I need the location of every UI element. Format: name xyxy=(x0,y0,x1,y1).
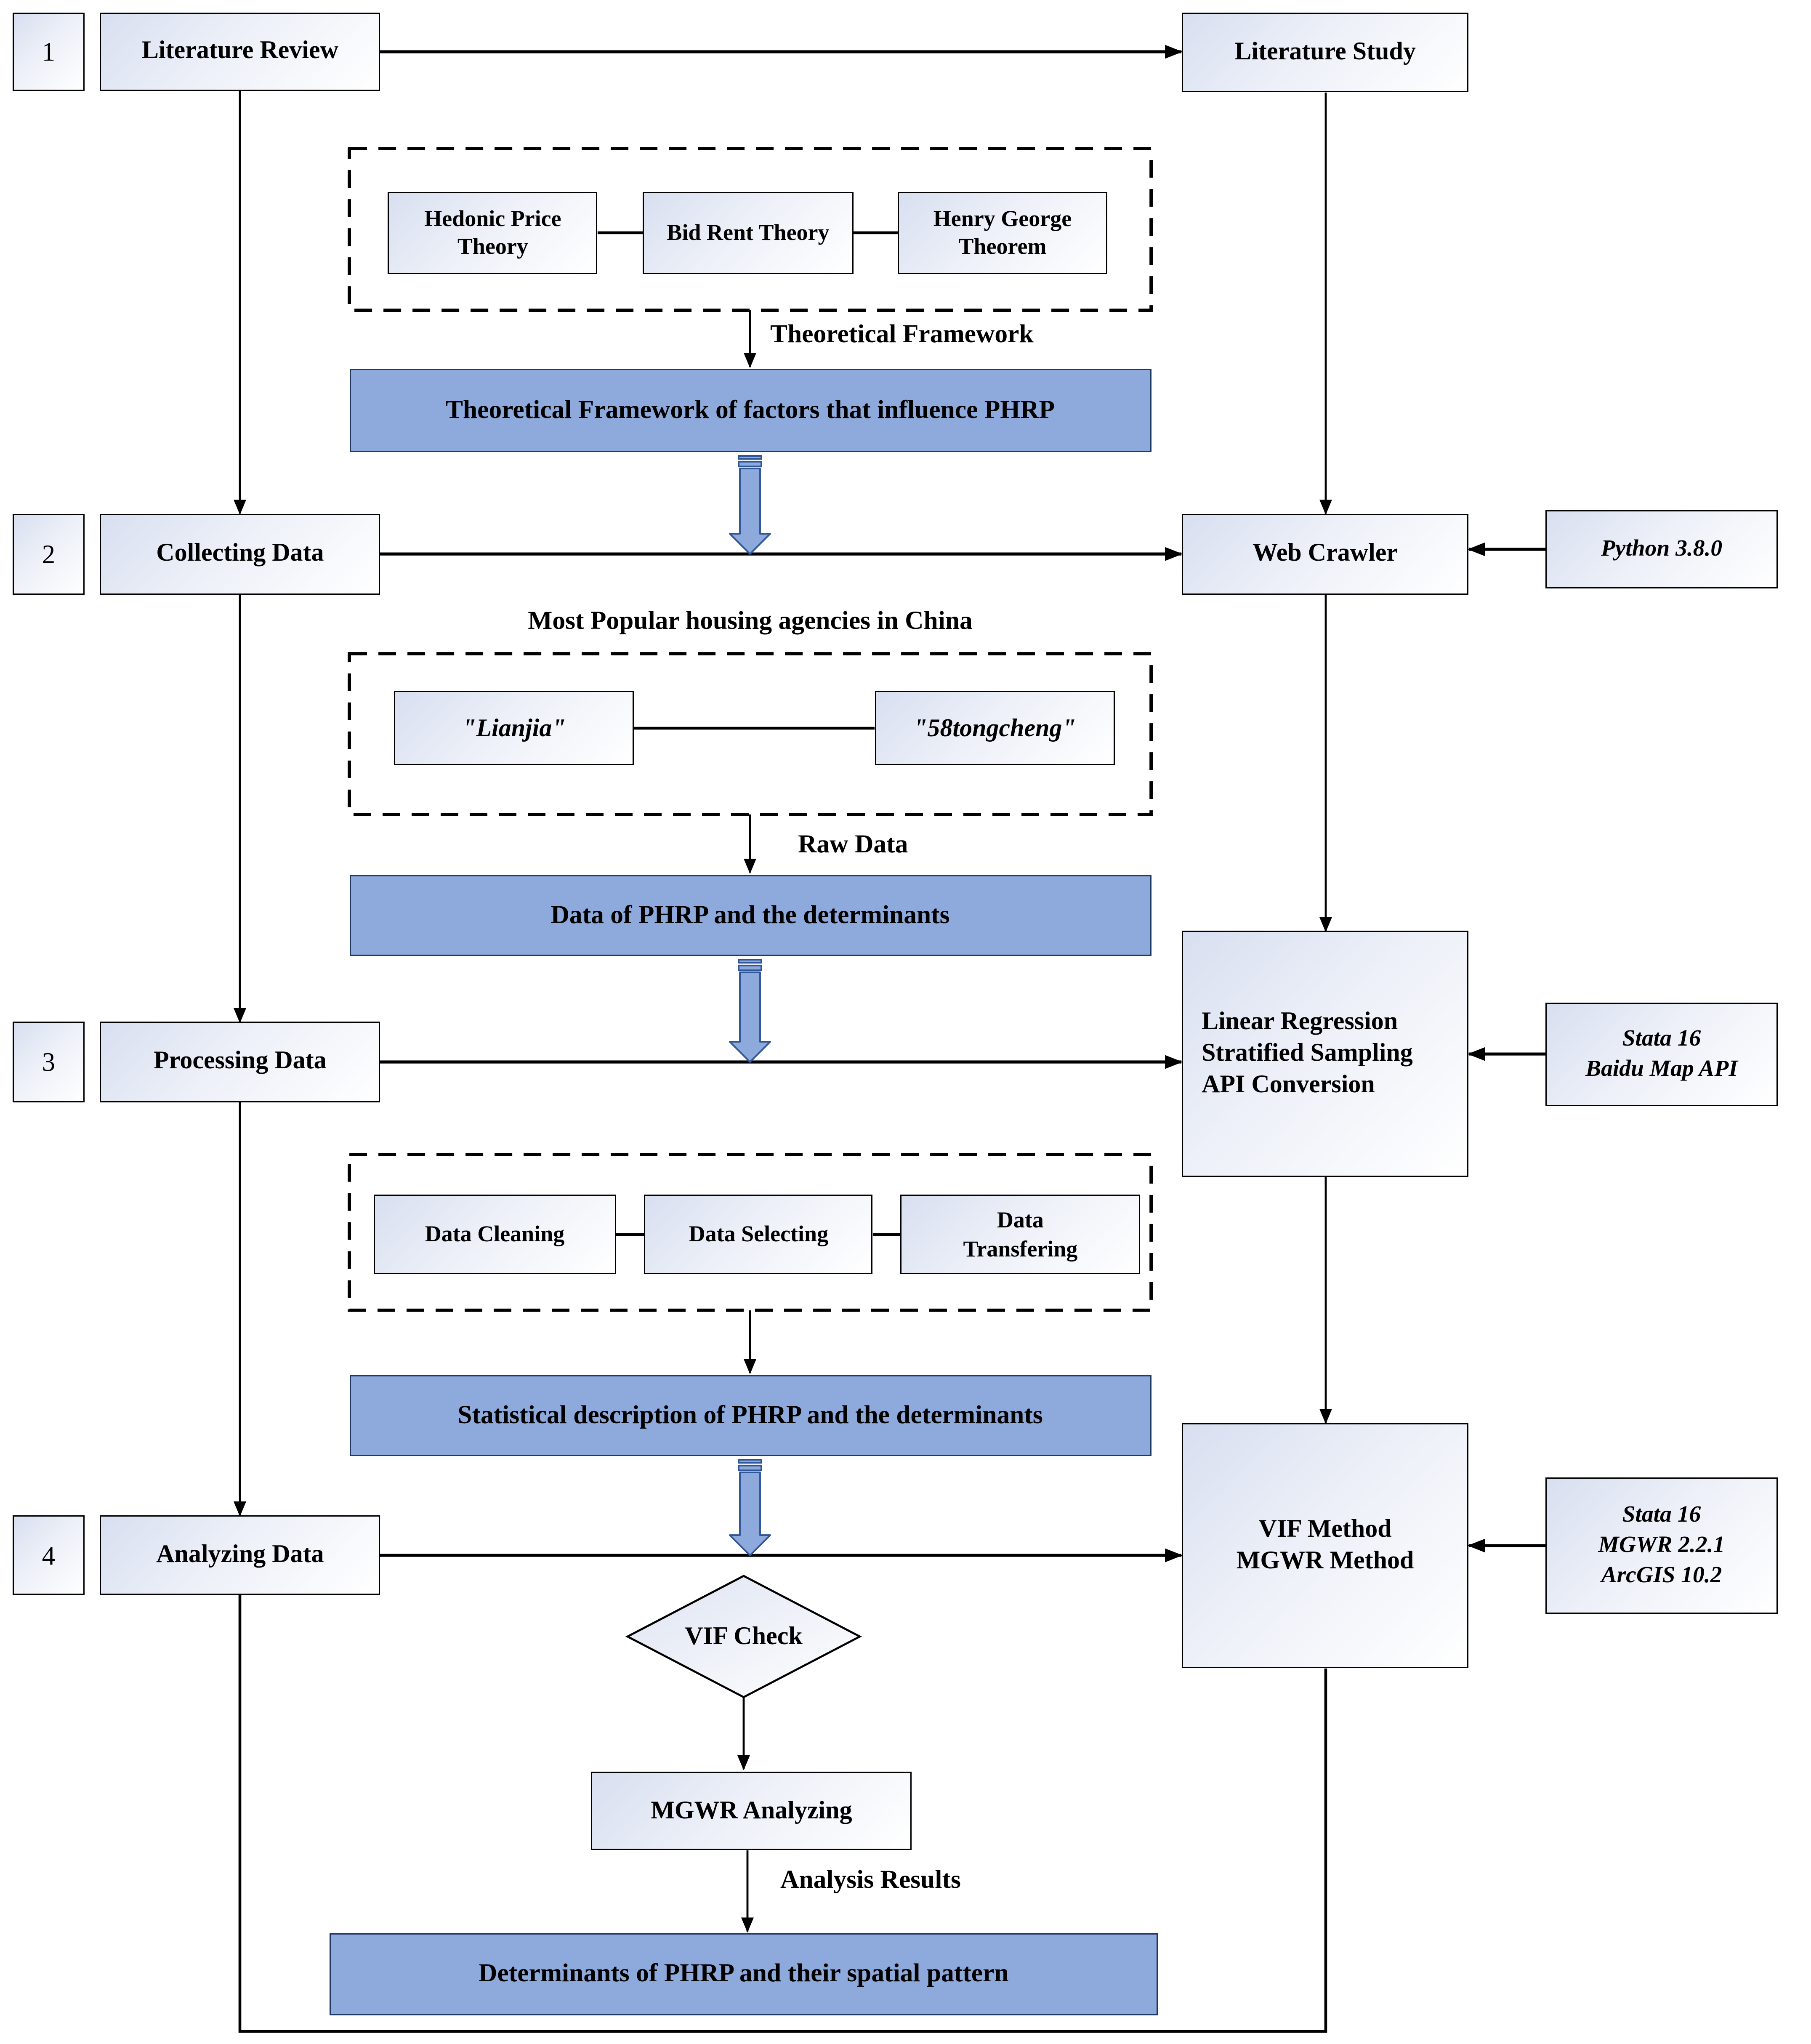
hedonic-price-theory-label: Hedonic Price Theory xyxy=(424,205,561,259)
step-number-3: 3 xyxy=(13,1022,84,1102)
blue-box-statistical-description-label: Statistical description of PHRP and the … xyxy=(457,1401,1043,1429)
blue-box-theoretical-framework-label: Theoretical Framework of factors that in… xyxy=(445,396,1055,424)
python-label: Python 3.8.0 xyxy=(1601,536,1723,562)
box-mgwr-analyzing: MGWR Analyzing xyxy=(591,1771,912,1851)
box-hedonic-price-theory: Hedonic Price Theory xyxy=(388,192,598,274)
step-number-4: 4 xyxy=(13,1515,84,1595)
blue-arrow-framework xyxy=(729,455,771,555)
stata-baidu-label: Stata 16 Baidu Map API xyxy=(1585,1026,1738,1082)
box-bid-rent-theory: Bid Rent Theory xyxy=(643,192,854,274)
step-box-collecting-data: Collecting Data xyxy=(100,514,380,595)
box-henry-george-theorem: Henry George Theorem xyxy=(898,192,1107,274)
box-lianjia: "Lianjia" xyxy=(394,691,634,765)
blue-box-determinants-label: Determinants of PHRP and their spatial p… xyxy=(479,1959,1009,1988)
data-transfering-label: Data Transfering xyxy=(963,1207,1078,1261)
vif-check-diamond xyxy=(625,1575,862,1698)
agencies-title: Most Popular housing agencies in China xyxy=(528,607,973,635)
box-data-cleaning: Data Cleaning xyxy=(374,1195,616,1275)
blue-arrow-statistical xyxy=(729,1459,771,1557)
step-number-1-label: 1 xyxy=(42,36,56,67)
step-box-processing-data: Processing Data xyxy=(100,1022,380,1102)
cleaning-dashed-group xyxy=(348,1152,1153,1312)
processing-data-label: Processing Data xyxy=(154,1047,327,1075)
collecting-data-label: Collecting Data xyxy=(156,539,324,567)
step-number-3-label: 3 xyxy=(42,1046,56,1077)
blue-box-theoretical-framework: Theoretical Framework of factors that in… xyxy=(349,369,1151,452)
analyzing-data-label: Analyzing Data xyxy=(156,1541,324,1569)
mgwr-analyzing-label: MGWR Analyzing xyxy=(651,1796,852,1824)
data-selecting-label: Data Selecting xyxy=(689,1222,829,1247)
vif-mgwr-method-label: VIF Method MGWR Method xyxy=(1236,1515,1414,1575)
box-web-crawler: Web Crawler xyxy=(1181,514,1469,595)
box-regression-sampling-api: Linear Regression Stratified Sampling AP… xyxy=(1181,931,1469,1177)
vif-check-label: VIF Check xyxy=(685,1622,803,1650)
box-data-selecting: Data Selecting xyxy=(644,1195,873,1275)
agencies-dashed-group xyxy=(348,652,1153,816)
tool-box-stata-mgwr-arcgis: Stata 16 MGWR 2.2.1 ArcGIS 10.2 xyxy=(1545,1477,1778,1614)
tool-box-python: Python 3.8.0 xyxy=(1545,510,1778,588)
frame-connector xyxy=(238,1595,1327,2033)
henry-george-theorem-label: Henry George Theorem xyxy=(933,205,1072,259)
58tongcheng-label: "58tongcheng" xyxy=(913,714,1076,742)
step-number-1: 1 xyxy=(13,13,84,90)
blue-box-statistical-description: Statistical description of PHRP and the … xyxy=(349,1375,1151,1456)
blue-box-determinants: Determinants of PHRP and their spatial p… xyxy=(330,1933,1157,2015)
theories-dashed-group xyxy=(348,147,1153,312)
step-number-2: 2 xyxy=(13,514,84,595)
data-cleaning-label: Data Cleaning xyxy=(425,1222,565,1247)
stata-mgwr-arcgis-label: Stata 16 MGWR 2.2.1 ArcGIS 10.2 xyxy=(1598,1502,1725,1589)
step-number-2-label: 2 xyxy=(42,538,56,569)
step-box-literature-review: Literature Review xyxy=(100,13,380,90)
label-theoretical-framework: Theoretical Framework xyxy=(770,321,1034,349)
label-analysis-results: Analysis Results xyxy=(780,1866,961,1894)
box-vif-mgwr-method: VIF Method MGWR Method xyxy=(1181,1423,1469,1669)
literature-review-label: Literature Review xyxy=(141,37,338,65)
blue-arrow-raw-data xyxy=(729,959,771,1063)
box-data-transfering: Data Transfering xyxy=(900,1195,1141,1275)
vif-check-label-wrap: VIF Check xyxy=(628,1611,860,1662)
bid-rent-theory-label: Bid Rent Theory xyxy=(667,220,830,245)
box-literature-study: Literature Study xyxy=(1181,13,1469,93)
tool-box-stata-baidu: Stata 16 Baidu Map API xyxy=(1545,1002,1778,1106)
lianjia-label: "Lianjia" xyxy=(462,714,566,742)
blue-box-data-phrp-label: Data of PHRP and the determinants xyxy=(550,901,950,929)
blue-box-data-phrp: Data of PHRP and the determinants xyxy=(349,875,1151,957)
web-crawler-label: Web Crawler xyxy=(1253,539,1398,567)
literature-study-label: Literature Study xyxy=(1234,38,1416,66)
step-box-analyzing-data: Analyzing Data xyxy=(100,1515,380,1595)
regression-sampling-api-label: Linear Regression Stratified Sampling AP… xyxy=(1202,1008,1413,1099)
step-number-4-label: 4 xyxy=(42,1540,56,1570)
label-raw-data: Raw Data xyxy=(798,831,908,859)
box-58tongcheng: "58tongcheng" xyxy=(875,691,1115,765)
